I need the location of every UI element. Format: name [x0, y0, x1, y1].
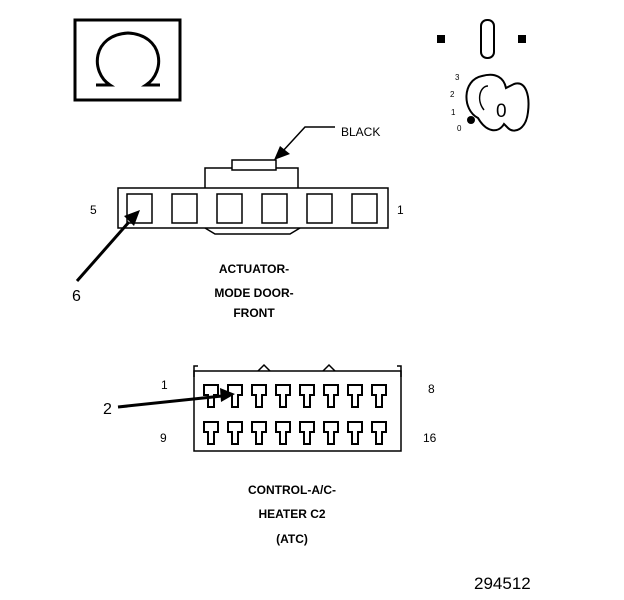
actuator-title-line-3: FRONT [233, 306, 275, 320]
control-pin-cavity [299, 384, 315, 408]
control-pin-cavity [323, 384, 339, 408]
callout-6-arrow [75, 210, 140, 282]
control-pin-cavity [371, 421, 387, 445]
control-pin-1-label: 1 [161, 378, 168, 392]
control-pin-cavity [275, 421, 291, 445]
control-title-line-2: HEATER C2 [258, 507, 325, 521]
control-pin-cavity [371, 384, 387, 408]
control-pin-cavity [203, 384, 219, 408]
ignition-position-0: 0 [457, 124, 462, 133]
figure-number: 294512 [474, 574, 531, 593]
actuator-title-line-2: MODE DOOR- [214, 286, 293, 300]
ignition-key-label: 0 [496, 101, 507, 122]
actuator-pin-cavity [171, 193, 198, 224]
control-pin-cavity [299, 421, 315, 445]
ignition-switch-key-icon [437, 19, 530, 132]
ignition-position-1: 1 [451, 108, 456, 117]
control-pin-cavity [227, 421, 243, 445]
callout-6-number: 6 [72, 288, 81, 305]
actuator-pin-cavity [216, 193, 243, 224]
wire-color-label: BLACK [341, 125, 380, 139]
control-pin-9-label: 9 [160, 431, 167, 445]
ohmmeter-symbol-icon [73, 18, 182, 102]
control-title-line-1: CONTROL-A/C- [248, 483, 336, 497]
control-pin-cavity [251, 421, 267, 445]
ignition-position-2: 2 [450, 90, 455, 99]
control-pin-cavity [347, 384, 363, 408]
control-pin-8-label: 8 [428, 382, 435, 396]
control-heater-pin-grid [203, 384, 387, 445]
actuator-title-line-1: ACTUATOR- [219, 262, 289, 276]
actuator-pin-1-label: 1 [397, 203, 404, 217]
actuator-connector [117, 159, 389, 235]
callout-2-number: 2 [103, 401, 112, 418]
callout-2-arrow [117, 388, 235, 409]
actuator-pin-cavity [126, 193, 153, 224]
control-title-line-3: (ATC) [276, 532, 308, 546]
control-pin-cavity [347, 421, 363, 445]
actuator-pin-5-label: 5 [90, 203, 97, 217]
actuator-pin-cavity [306, 193, 333, 224]
control-pin-cavity [203, 421, 219, 445]
control-pin-cavity [275, 384, 291, 408]
control-pin-cavity [251, 384, 267, 408]
control-heater-connector [193, 363, 402, 452]
actuator-pin-cavity [351, 193, 378, 224]
actuator-pin-cavity [261, 193, 288, 224]
control-pin-cavity [323, 421, 339, 445]
ignition-position-3: 3 [455, 73, 460, 82]
black-wire-leader-arrow [274, 126, 335, 160]
control-pin-16-label: 16 [423, 431, 437, 445]
